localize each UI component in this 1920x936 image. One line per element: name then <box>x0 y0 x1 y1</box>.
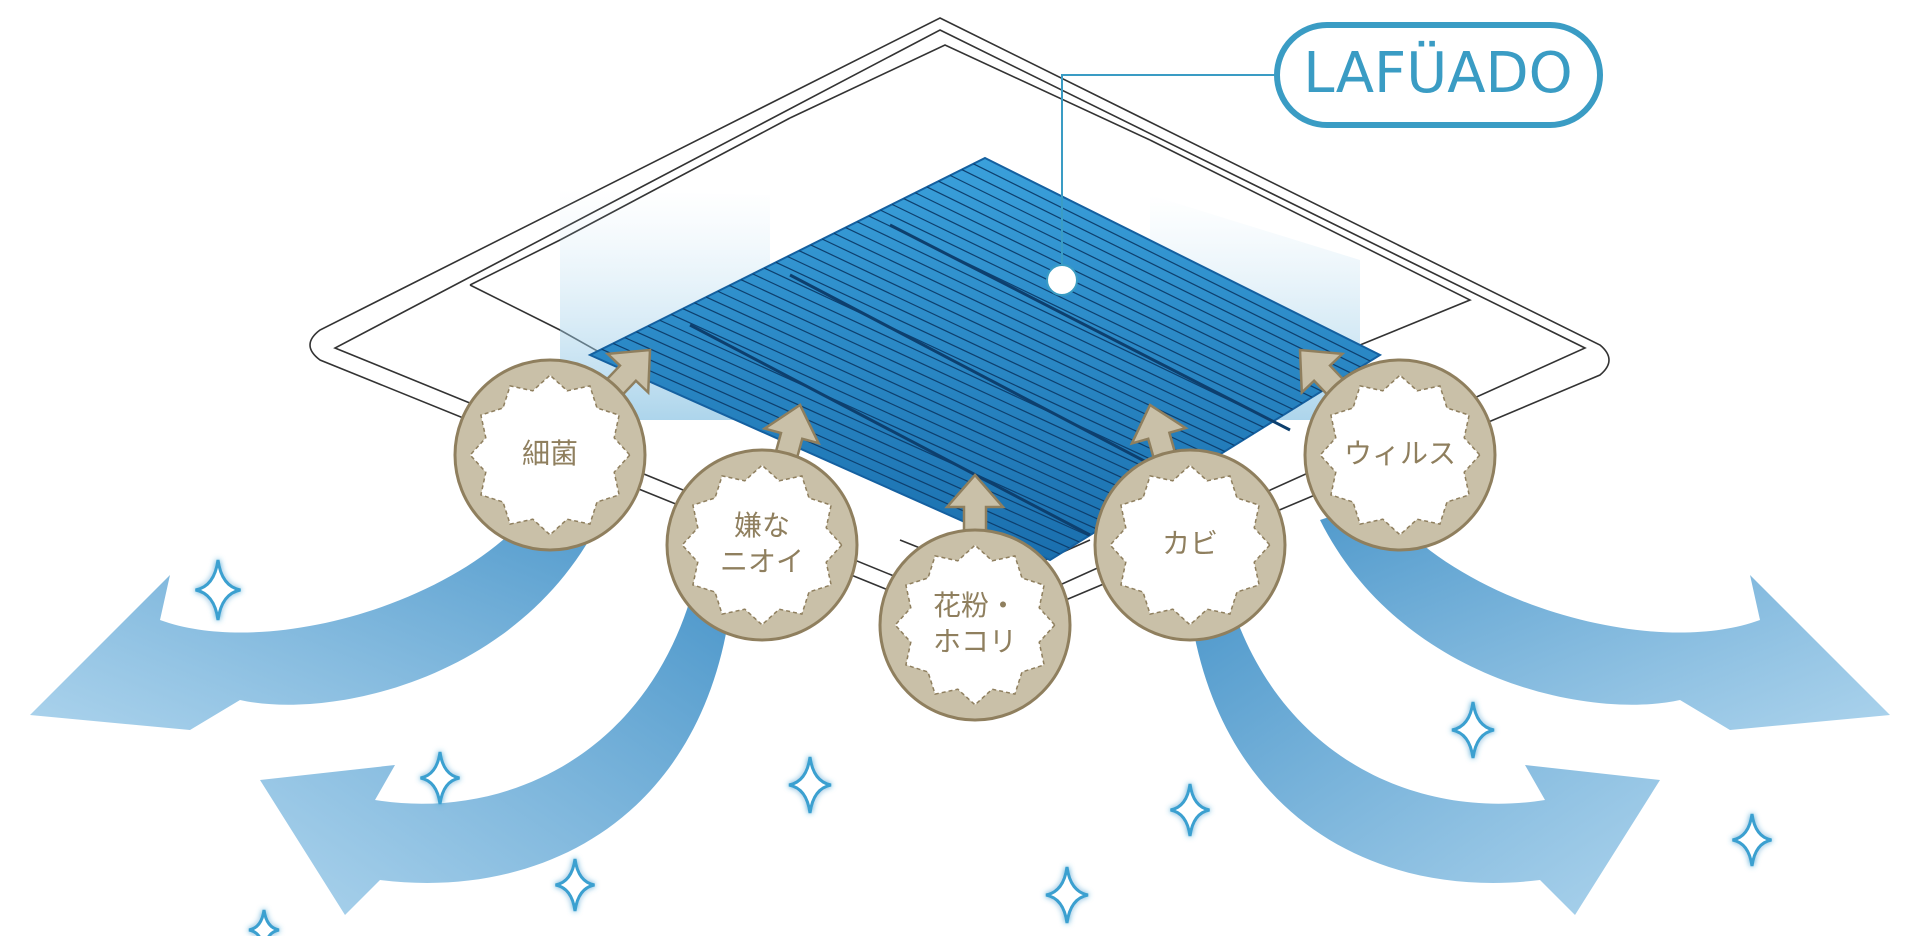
grille-slat <box>810 244 1235 446</box>
grille-slat <box>949 174 1352 374</box>
badge-label: ホコリ <box>933 625 1017 658</box>
sparkle-icon <box>420 751 460 805</box>
grille-slat <box>671 313 1119 519</box>
grille-slat <box>717 290 1158 495</box>
sparkle-icon <box>195 559 241 621</box>
grille-slat <box>659 319 1109 525</box>
grille-slat <box>961 169 1361 368</box>
grille-slat <box>891 203 1303 404</box>
grille-slat <box>612 342 1070 549</box>
sparkle-icon <box>1451 701 1495 759</box>
grille-slat <box>833 232 1255 434</box>
logo-callout: LAFÜADO <box>1046 22 1603 296</box>
grille-slat <box>903 198 1313 398</box>
grille-slat <box>938 180 1342 380</box>
logo-frame <box>1274 22 1603 128</box>
airflow-arrow-right-top <box>1320 500 1890 730</box>
sparkle-icon <box>1732 813 1772 867</box>
grille-slat <box>764 267 1196 471</box>
sparkles <box>195 559 1772 936</box>
sparkle-icon <box>1045 866 1089 924</box>
badge-gear <box>1109 464 1271 626</box>
badge-gear <box>894 544 1056 706</box>
contaminant-badge: ウィルス <box>1298 348 1497 552</box>
grille-slat <box>822 238 1245 440</box>
grille-slat <box>775 261 1206 465</box>
grille-slat <box>880 209 1293 410</box>
airflow-arrow-left-top <box>30 500 600 730</box>
grille-slat <box>752 273 1187 477</box>
logo-text: LAFÜADO <box>1303 41 1573 106</box>
airflow-arrows <box>30 500 1890 915</box>
grille-slat <box>694 302 1138 507</box>
sparkle-icon <box>248 909 280 936</box>
badge-label: 嫌な <box>734 509 790 542</box>
airflow-arrow-left-bottom <box>260 600 730 915</box>
sparkle-icon <box>788 756 832 814</box>
sparkle-icon <box>555 858 595 912</box>
grille-slat <box>740 279 1177 483</box>
badge-gear <box>469 374 631 536</box>
badge-label: ニオイ <box>720 545 804 578</box>
grille-slat <box>856 221 1274 422</box>
grille-slat <box>926 186 1332 386</box>
contaminant-badge: カビ <box>1093 403 1287 642</box>
badge-label: カビ <box>1162 527 1218 560</box>
badge-label: 細菌 <box>522 437 578 470</box>
badge-label: ウィルス <box>1344 437 1456 470</box>
grille-slat <box>845 226 1264 428</box>
sparkle-icon <box>1170 783 1210 837</box>
contaminant-badge: 花粉・ホコリ <box>878 473 1072 722</box>
grille-slat <box>647 325 1099 531</box>
badge-gear <box>1319 374 1481 536</box>
grille-slat <box>915 192 1323 392</box>
grille-slat <box>973 163 1371 362</box>
grille-slat <box>682 308 1128 513</box>
badge-label: 花粉・ <box>933 589 1017 622</box>
grille-slat <box>705 296 1148 501</box>
grille-slat <box>729 284 1167 489</box>
grille-slat <box>636 331 1090 537</box>
badge-gear <box>681 464 843 626</box>
contaminant-badge: 細菌 <box>453 348 652 552</box>
airflow-arrow-right-bottom <box>1190 600 1660 915</box>
